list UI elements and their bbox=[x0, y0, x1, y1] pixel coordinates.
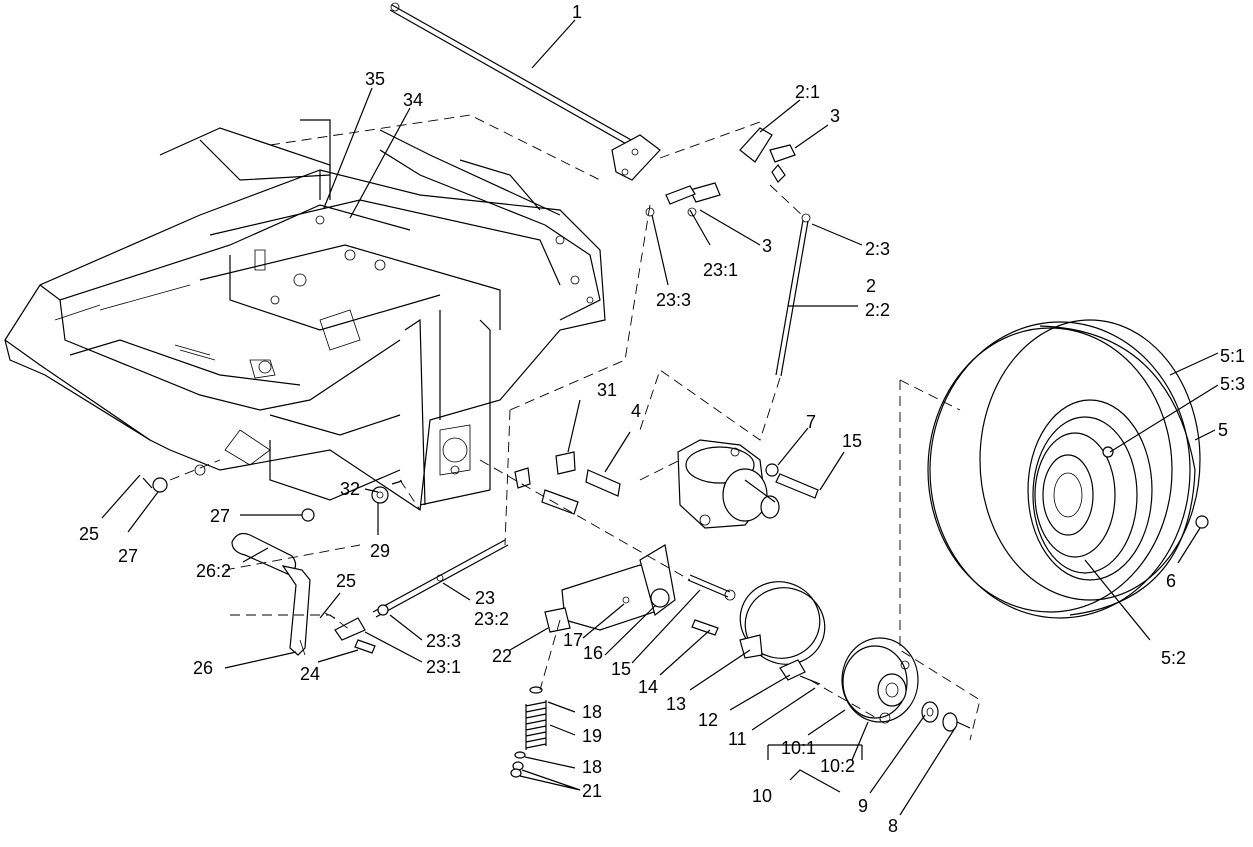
callout-2-2: 2:2 bbox=[865, 300, 890, 320]
assembly-lines bbox=[169, 114, 981, 741]
callout-2-3: 2:3 bbox=[865, 239, 890, 259]
part-10-brake-drum bbox=[841, 637, 919, 724]
callout-23-1-upper: 23:1 bbox=[703, 260, 738, 280]
part-spacers bbox=[514, 451, 621, 515]
callout-1: 1 bbox=[572, 2, 582, 22]
callout-17: 17 bbox=[563, 630, 583, 650]
callout-10-1: 10:1 bbox=[781, 738, 816, 758]
callout-13: 13 bbox=[666, 694, 686, 714]
callout-12: 12 bbox=[698, 710, 718, 730]
callout-23-3-lower: 23:3 bbox=[426, 631, 461, 651]
callout-8: 8 bbox=[888, 816, 898, 836]
part-2-1-clevis bbox=[739, 127, 796, 183]
callout-26: 26 bbox=[193, 658, 213, 678]
callout-23: 23 bbox=[475, 588, 495, 608]
callout-5-1: 5:1 bbox=[1220, 346, 1245, 366]
callout-19: 19 bbox=[582, 726, 602, 746]
leader-lines bbox=[101, 19, 1219, 816]
callout-2-1: 2:1 bbox=[795, 82, 820, 102]
part-hydraulic-motor bbox=[677, 439, 819, 529]
callout-10: 10 bbox=[752, 786, 772, 806]
callout-15-lower: 15 bbox=[611, 659, 631, 679]
callout-3: 3 bbox=[830, 106, 840, 126]
callout-26-2: 26:2 bbox=[196, 561, 231, 581]
callout-9: 9 bbox=[858, 796, 868, 816]
callout-21: 21 bbox=[582, 781, 602, 801]
part-5-tire-wheel bbox=[927, 319, 1209, 619]
part-19-spring bbox=[510, 686, 547, 778]
callout-23-3-upper: 23:3 bbox=[656, 290, 691, 310]
callout-3-lower: 3 bbox=[762, 236, 772, 256]
callout-5-2: 5:2 bbox=[1161, 648, 1186, 668]
callout-34: 34 bbox=[403, 90, 423, 110]
callout-2: 2 bbox=[866, 276, 876, 296]
callout-35: 35 bbox=[365, 69, 385, 89]
callout-32: 32 bbox=[340, 479, 360, 499]
callout-23-2: 23:2 bbox=[474, 609, 509, 629]
chassis-frame bbox=[4, 119, 606, 512]
part-9-washer bbox=[921, 701, 939, 723]
callout-7: 7 bbox=[806, 412, 816, 432]
callout-15-upper: 15 bbox=[842, 431, 862, 451]
part-13-brake-band bbox=[739, 581, 826, 665]
part-1-rod bbox=[389, 2, 661, 181]
callout-23-1-lower: 23:1 bbox=[426, 657, 461, 677]
callout-14: 14 bbox=[638, 677, 658, 697]
callout-5: 5 bbox=[1218, 420, 1228, 440]
part-26-lever bbox=[231, 532, 311, 656]
part-12-11-clip bbox=[779, 659, 821, 685]
callout-18-lower: 18 bbox=[582, 757, 602, 777]
callout-16: 16 bbox=[583, 643, 603, 663]
callout-25-mid: 25 bbox=[336, 571, 356, 591]
callout-24: 24 bbox=[300, 664, 320, 684]
part-3-pin-upper bbox=[645, 182, 721, 217]
callout-6: 6 bbox=[1166, 571, 1176, 591]
part-brake-bracket bbox=[544, 544, 736, 633]
callout-27-left: 27 bbox=[118, 546, 138, 566]
callout-11: 11 bbox=[728, 729, 747, 749]
part-2-rod bbox=[775, 213, 811, 377]
part-small-hardware bbox=[142, 477, 403, 619]
callout-29: 29 bbox=[370, 541, 390, 561]
part-23-rod bbox=[334, 539, 509, 654]
part-14-bolt bbox=[691, 619, 719, 636]
callout-27-mid: 27 bbox=[210, 506, 230, 526]
callout-31: 31 bbox=[597, 380, 617, 400]
callout-labels: 1 2:1 3 35 34 3 23:1 23:3 2:3 2 2:2 5:1 … bbox=[79, 2, 1245, 836]
callout-4: 4 bbox=[631, 401, 641, 421]
callout-5-3: 5:3 bbox=[1220, 374, 1245, 394]
callout-18-upper: 18 bbox=[582, 702, 602, 722]
callout-25-left: 25 bbox=[79, 524, 99, 544]
part-8-nut bbox=[942, 712, 971, 732]
callout-10-2: 10:2 bbox=[820, 756, 855, 776]
callout-22: 22 bbox=[492, 646, 512, 666]
